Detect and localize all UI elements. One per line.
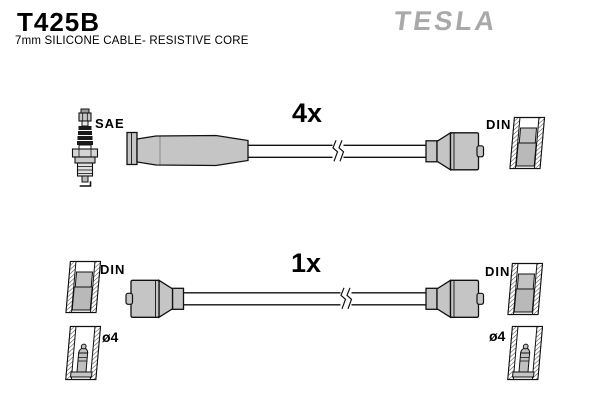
- cable-row-spark-plug: SAE 4x DIN: [71, 98, 546, 187]
- quantity-row2: 1x: [291, 248, 321, 278]
- product-subtitle: 7mm SILICONE CABLE- RESISTIVE CORE: [15, 35, 249, 47]
- din-label-row2-left: DIN: [100, 262, 125, 277]
- cable-row-coil: DIN ø4 1x DIN ø4: [65, 248, 544, 381]
- cable-line-row2: [182, 292, 431, 306]
- quantity-row1: 4x: [292, 98, 322, 128]
- cable-break-row1: [331, 139, 345, 162]
- din-label-row2-right: DIN: [485, 264, 510, 279]
- din-connector-row2-left: [125, 279, 185, 318]
- d4-label-row2-left: ø4: [102, 329, 119, 345]
- din-cross-section-row1: [509, 116, 546, 170]
- d4-label-row2-right: ø4: [489, 328, 506, 344]
- din-label-row1: DIN: [486, 117, 511, 132]
- sae-boot-drawing: [126, 131, 249, 167]
- sae-label: SAE: [95, 116, 125, 131]
- din-cross-section-row2-right: [507, 262, 544, 316]
- cable-break-row2: [339, 287, 353, 310]
- d4-cross-section-row2-left: [65, 325, 102, 381]
- spark-plug-drawing: [71, 108, 99, 187]
- din-connector-row1: [425, 132, 485, 171]
- part-number: T425B: [17, 7, 101, 37]
- din-cross-section-row2-left: [65, 260, 102, 314]
- d4-cross-section-row2-right: [507, 325, 544, 381]
- din-connector-row2-right: [425, 279, 485, 318]
